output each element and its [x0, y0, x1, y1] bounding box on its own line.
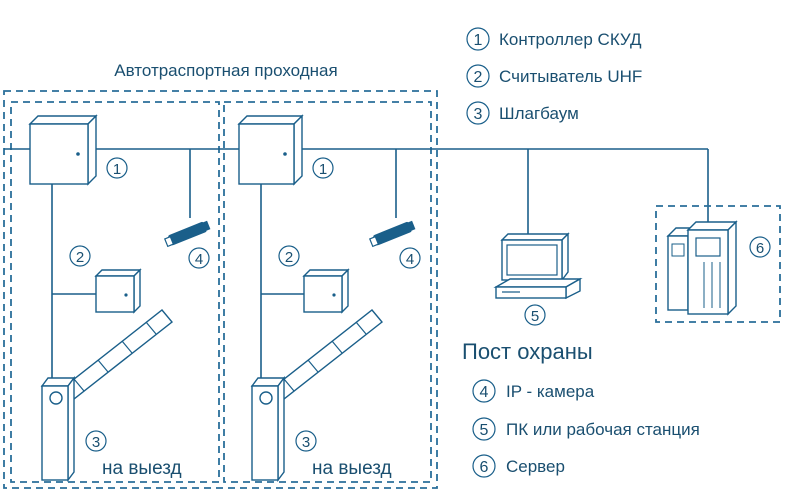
lane-2-boundary: [223, 101, 432, 483]
lane-2-exit-label: на выезд: [312, 458, 392, 479]
server-boundary: [655, 205, 781, 323]
barrier-marker: 3: [85, 430, 107, 452]
controller-icon: [237, 114, 304, 186]
svg-text:Шлагбаум: Шлагбаум: [499, 104, 579, 123]
svg-text:Сервер: Сервер: [506, 457, 565, 476]
svg-text:5: 5: [531, 308, 539, 325]
pc-marker: 5: [524, 304, 546, 326]
legend-item-reader: 2 Считыватель UHF: [466, 64, 642, 88]
svg-text:4: 4: [406, 251, 414, 268]
server-icon: [666, 220, 738, 316]
svg-text:3: 3: [474, 106, 483, 123]
camera-marker: 4: [399, 247, 421, 269]
svg-text:4: 4: [195, 251, 203, 268]
legend-item-pc: 5 ПК или рабочая станция: [472, 417, 700, 441]
svg-text:Контроллер СКУД: Контроллер СКУД: [499, 30, 642, 49]
legend-item-server: 6 Сервер: [472, 454, 565, 478]
diagram-title: Автотраспортная проходная: [114, 61, 337, 80]
controller-marker: 1: [312, 157, 334, 179]
camera-marker: 4: [188, 247, 210, 269]
reader-marker: 2: [69, 245, 91, 267]
svg-text:2: 2: [76, 249, 84, 266]
svg-text:Считыватель UHF: Считыватель UHF: [499, 67, 642, 86]
server-marker: 6: [749, 236, 771, 258]
ip-camera-icon: [163, 220, 211, 248]
svg-text:3: 3: [302, 434, 310, 451]
controller-marker: 1: [106, 157, 128, 179]
legend-item-camera: 4 IP - камера: [472, 379, 595, 403]
lane-1-boundary: [10, 101, 220, 483]
uhf-reader-icon: [302, 268, 350, 314]
barrier-icon: [250, 309, 383, 483]
reader-marker: 2: [278, 245, 300, 267]
lane-1: 1 4 2: [28, 114, 211, 483]
svg-text:1: 1: [319, 161, 327, 178]
svg-text:2: 2: [474, 69, 483, 86]
svg-text:1: 1: [474, 32, 483, 49]
uhf-reader-icon: [94, 268, 142, 314]
guard-post-label: Пост охраны: [462, 339, 593, 364]
ip-camera-icon: [368, 220, 416, 248]
barrier-marker: 3: [295, 430, 317, 452]
legend-item-barrier: 3 Шлагбаум: [466, 101, 579, 125]
svg-text:3: 3: [92, 434, 100, 451]
svg-text:ПК или рабочая станция: ПК или рабочая станция: [506, 420, 700, 439]
checkpoint-outer-boundary: [3, 90, 438, 489]
svg-text:IP - камера: IP - камера: [506, 382, 595, 401]
legend-top: 1 Контроллер СКУД 2 Считыватель UHF 3 Шл…: [466, 27, 642, 125]
svg-text:2: 2: [285, 249, 293, 266]
lane-2: 1 4 2: [237, 114, 421, 483]
svg-text:4: 4: [480, 384, 489, 401]
lane-1-exit-label: на выезд: [102, 458, 182, 479]
controller-icon: [28, 114, 98, 186]
legend-bottom: 4 IP - камера 5 ПК или рабочая станция 6…: [472, 379, 700, 478]
svg-text:5: 5: [480, 422, 489, 439]
svg-text:1: 1: [113, 161, 121, 178]
svg-text:6: 6: [756, 240, 764, 257]
barrier-icon: [40, 309, 173, 483]
legend-item-controller: 1 Контроллер СКУД: [466, 27, 642, 51]
pc-workstation-icon: [493, 232, 583, 300]
svg-text:6: 6: [480, 459, 489, 476]
